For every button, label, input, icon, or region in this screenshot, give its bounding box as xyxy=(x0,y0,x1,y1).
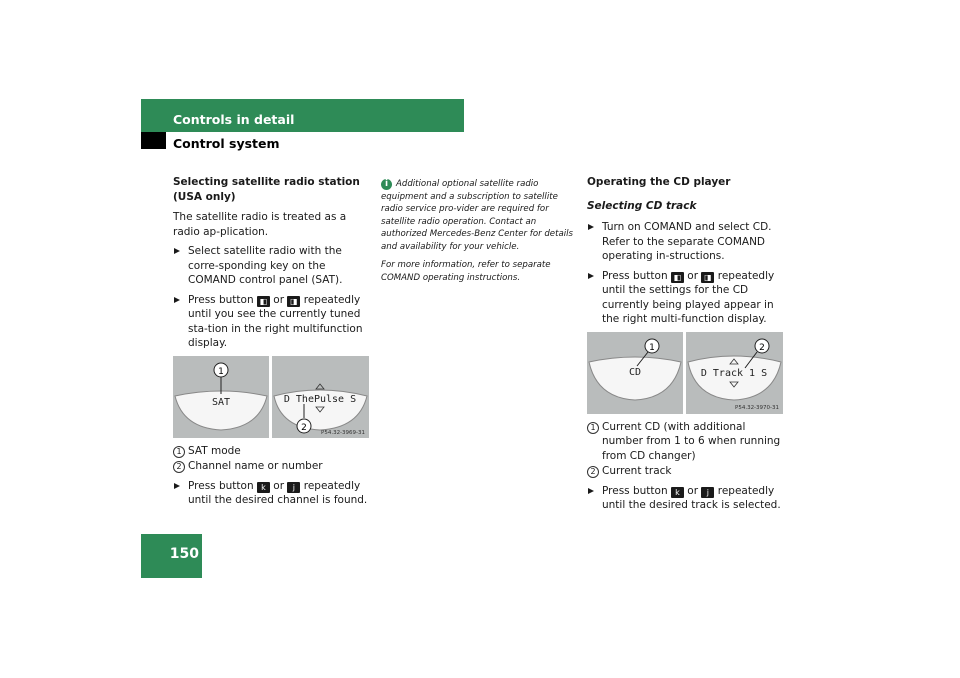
step-text: or xyxy=(273,293,285,306)
cd-step-2: Press button ◧ or ◨ repeatedly until the… xyxy=(587,269,783,327)
satellite-step-1-text: Select satellite radio with the corre-sp… xyxy=(188,245,343,286)
callout-1-label: 1 xyxy=(218,367,224,377)
column-cd-player: Operating the CD player Selecting CD tra… xyxy=(587,175,783,518)
legend-item: 1 SAT mode xyxy=(173,444,369,459)
down-arrow-icon xyxy=(315,406,325,413)
step-text: repeatedly until the settings for the CD… xyxy=(602,269,775,326)
satellite-heading-line1: Selecting satellite radio station xyxy=(173,176,360,188)
callout-2-label: 2 xyxy=(301,423,307,433)
step-text: repeatedly until the desired track is se… xyxy=(602,484,781,512)
step-text: or xyxy=(687,484,699,497)
column-satellite-radio: Selecting satellite radio station (USA o… xyxy=(173,175,369,513)
callout-1 xyxy=(644,338,660,353)
right-display-button-icon: ◨ xyxy=(701,271,715,283)
display-cd-text: CD xyxy=(629,367,641,378)
satellite-step-2: Press button ◧ or ◨ repeatedly until you… xyxy=(173,293,369,351)
header-marker xyxy=(141,132,166,149)
page-number: 150 xyxy=(169,546,199,562)
step-text: or xyxy=(273,479,285,492)
satellite-intro: The satellite radio is treated as a radi… xyxy=(173,211,347,238)
satellite-heading-line2: (USA only) xyxy=(173,190,236,203)
left-display-button-icon: ◧ xyxy=(670,271,684,283)
section-title: Controls in detail xyxy=(173,112,295,127)
arrow-bullet-icon xyxy=(588,487,594,494)
page-number-box xyxy=(141,534,202,578)
cd-display-figure: CD D Track 1 S 1 2 P54.32-3970-31 xyxy=(587,331,783,414)
info-icon: i xyxy=(381,179,392,190)
arrow-bullet-icon xyxy=(588,224,594,230)
legend-text: Current track xyxy=(602,465,672,477)
legend-number: 2 xyxy=(587,466,599,478)
satellite-heading: Selecting satellite radio station (USA o… xyxy=(173,175,369,204)
legend-text: Channel name or number xyxy=(188,460,323,472)
subsection-title: Control system xyxy=(173,136,280,151)
legend-number: 1 xyxy=(587,421,599,434)
step-text: Press button xyxy=(602,269,668,282)
figure-code: P54.32-3970-31 xyxy=(735,405,779,411)
callout-2 xyxy=(754,338,770,353)
callout-2-label: 2 xyxy=(759,343,765,353)
up-button-icon: k xyxy=(256,481,270,493)
up-button-icon: k xyxy=(670,486,684,498)
arrow-bullet-icon xyxy=(174,248,180,254)
header-bar xyxy=(141,99,464,132)
figure-code: P54.32-3969-31 xyxy=(321,430,365,436)
left-display-button-icon: ◧ xyxy=(256,295,270,307)
down-arrow-icon xyxy=(729,381,739,388)
cd-step-1-text: Turn on COMAND and select CD. Refer to t… xyxy=(602,221,772,262)
callout-1-label: 1 xyxy=(649,343,655,353)
cd-subheading: Selecting CD track xyxy=(587,199,697,212)
info-text: Additional optional satellite radio equi… xyxy=(381,179,573,252)
down-button-icon: j xyxy=(287,481,301,493)
satellite-display-figure: SAT D ThePulse S 1 2 P54.32-3969-31 xyxy=(173,355,369,438)
callout-2 xyxy=(296,418,312,433)
step-text: Press button xyxy=(602,484,668,497)
down-button-icon: j xyxy=(701,486,715,498)
display-channel-text: D ThePulse S xyxy=(284,394,356,405)
arrow-bullet-icon xyxy=(174,482,180,489)
info-paragraph-2: For more information, refer to separate … xyxy=(381,260,551,283)
up-arrow-icon xyxy=(729,357,739,364)
legend-number: 2 xyxy=(173,461,185,473)
step-text: Press button xyxy=(188,293,254,306)
legend-text: Current CD (with additional number from … xyxy=(602,420,781,462)
cd-step-3: Press button k or j repeatedly until the… xyxy=(587,484,783,513)
up-arrow-icon xyxy=(315,382,325,389)
cd-step-1: Turn on COMAND and select CD. Refer to t… xyxy=(587,220,783,264)
satellite-step-1: Select satellite radio with the corre-sp… xyxy=(173,244,369,288)
legend-text: SAT mode xyxy=(188,444,241,457)
step-text: Press button xyxy=(188,479,254,492)
callout-1 xyxy=(213,362,229,377)
display-track-text: D Track 1 S xyxy=(701,368,767,379)
legend-item: 2 Current track xyxy=(587,464,783,479)
arrow-bullet-icon xyxy=(588,272,594,279)
cd-heading: Operating the CD player xyxy=(587,176,731,188)
legend-number: 1 xyxy=(173,445,185,458)
step-text: repeatedly until you see the currently t… xyxy=(188,293,363,350)
step-text: repeatedly until the desired channel is … xyxy=(188,479,368,507)
step-text: or xyxy=(687,269,699,282)
satellite-step-3: Press button k or j repeatedly until the… xyxy=(173,479,369,508)
legend-item: 1 Current CD (with additional number fro… xyxy=(587,420,783,464)
display-sat-text: SAT xyxy=(212,397,230,408)
right-display-button-icon: ◨ xyxy=(287,295,301,307)
arrow-bullet-icon xyxy=(174,296,180,303)
legend-item: 2 Channel name or number xyxy=(173,459,369,474)
